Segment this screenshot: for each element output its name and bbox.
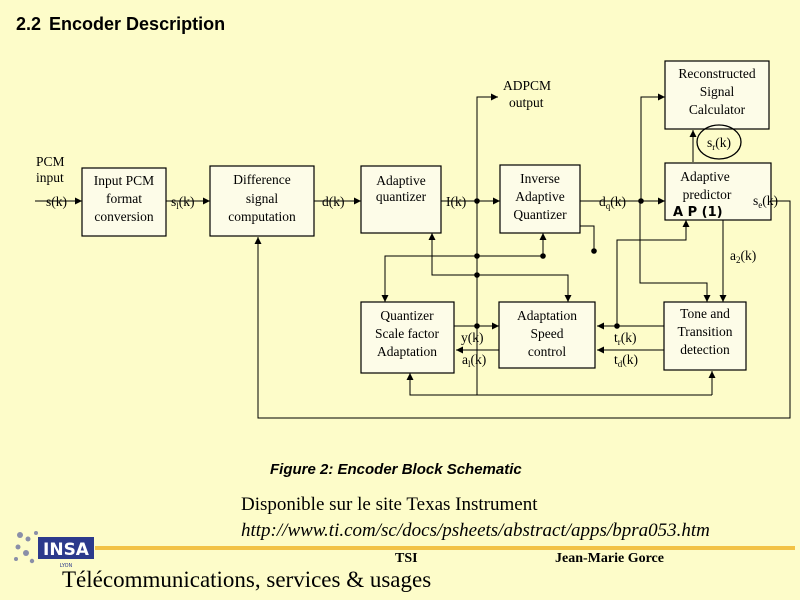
block-adaptive-quantizer: Adaptive quantizer — [360, 165, 442, 234]
block-label-line: Quantizer — [513, 207, 567, 222]
section-heading: 2.2 Encoder Description — [16, 14, 225, 35]
block-label-line: Adaptation — [517, 308, 577, 323]
signal-label-s: s(k) — [46, 194, 67, 209]
block-label-line: Adaptive — [376, 173, 426, 188]
figure-caption: Figure 2: Encoder Block Schematic — [270, 461, 522, 478]
block-label-line: predictor — [683, 187, 732, 202]
block-label-line: Quantizer — [380, 308, 434, 323]
signal-label-td: td(k) — [614, 352, 638, 369]
source-text: Disponible sur le site Texas Instrument — [241, 494, 538, 515]
block-label-line: Speed — [531, 326, 564, 341]
footer-tsi: TSI — [395, 551, 418, 566]
signal-wires — [35, 93, 791, 419]
block-label-line: Input PCM — [94, 173, 154, 188]
pcm-input-label: PCM — [36, 154, 65, 169]
block-label-line: computation — [228, 209, 296, 224]
section-number: 2.2 — [16, 14, 42, 34]
block-difference-signal-computation: Difference signal computation — [209, 165, 315, 237]
footer-course-title: Télécommunications, services & usages — [62, 567, 432, 592]
signal-label-al: al(k) — [462, 352, 486, 369]
block-label-line: Calculator — [689, 102, 746, 117]
block-label-line: Difference — [233, 172, 290, 187]
pcm-input-label: input — [36, 170, 64, 185]
signal-label-d: d(k) — [322, 194, 345, 209]
logo-text: INSA — [43, 540, 90, 560]
block-label-line: Adaptation — [377, 344, 437, 359]
block-label-line: Transition — [677, 324, 732, 339]
block-adaptation-speed-control: Adaptation Speed control — [498, 301, 596, 369]
block-input-pcm-format-conversion: Input PCM format conversion — [81, 167, 167, 237]
section-title: Encoder Description — [49, 14, 226, 34]
signal-label-a2: a2(k) — [730, 248, 756, 265]
block-adaptive-predictor: Adaptive predictor A P (1) — [664, 162, 772, 221]
block-inverse-adaptive-quantizer: Inverse Adaptive Quantizer — [499, 164, 581, 234]
signal-label-tr: tr(k) — [614, 330, 637, 347]
signal-label-sl: sl(k) — [171, 194, 195, 211]
block-label-line: signal — [246, 191, 278, 206]
block-label-line: Reconstructed — [678, 66, 755, 81]
block-quantizer-scale-factor-adaptation: Quantizer Scale factor Adaptation — [360, 301, 455, 374]
signal-label-sr: sr(k) — [707, 135, 731, 152]
block-tone-and-transition-detection: Tone and Transition detection — [663, 301, 747, 371]
handwritten-note: A P (1) — [673, 205, 723, 220]
block-label-line: conversion — [94, 209, 153, 224]
block-label-line: Scale factor — [375, 326, 440, 341]
signal-label-y: y(k) — [461, 330, 484, 345]
block-label-line: control — [528, 344, 566, 359]
block-label-line: Inverse — [520, 171, 560, 186]
block-label-line: Tone and — [680, 306, 730, 321]
block-label-line: Adaptive — [515, 189, 565, 204]
handwritten-circle — [696, 124, 742, 160]
block-label-line: Adaptive — [680, 169, 730, 184]
footer-author: Jean-Marie Gorce — [555, 551, 664, 566]
adpcm-output-label: ADPCM — [503, 78, 551, 93]
block-label-line: format — [106, 191, 142, 206]
block-label-line: detection — [680, 342, 730, 357]
source-url[interactable]: http://www.ti.com/sc/docs/psheets/abstra… — [241, 520, 710, 541]
signal-label-dq: dq(k) — [599, 194, 626, 211]
signal-label-se: se(k) — [753, 193, 778, 210]
insa-logo: INSA LYON — [14, 531, 94, 569]
signal-label-i: I(k) — [446, 194, 466, 209]
logo-subtext: LYON — [60, 563, 73, 569]
adpcm-output-label: output — [509, 95, 544, 110]
block-label-line: Signal — [700, 84, 735, 99]
block-reconstructed-signal-calculator: Reconstructed Signal Calculator — [664, 60, 770, 130]
footer-divider — [95, 546, 795, 550]
block-label-line: quantizer — [376, 189, 427, 204]
